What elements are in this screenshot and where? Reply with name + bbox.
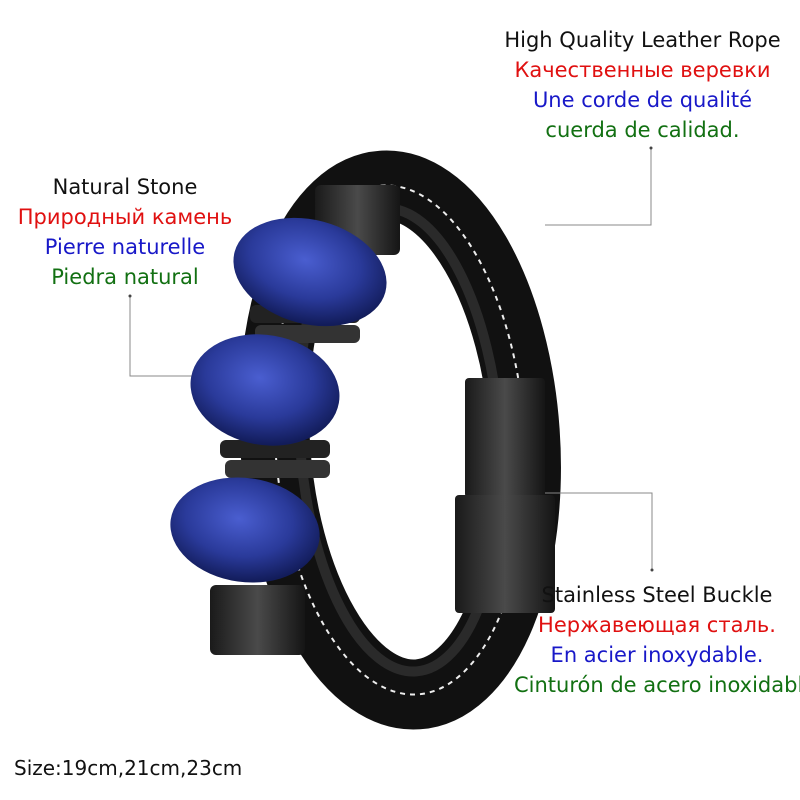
natural-stone-label: Natural Stone Природный камень Pierre na… [0,172,250,292]
steel-buckle [455,378,555,613]
leather-label-es: cuerda de calidad. [545,118,740,142]
stone-label-fr: Pierre naturelle [44,235,206,259]
buckle-label-en: Stainless Steel Buckle [541,583,773,607]
leather-rope-label: High Quality Leather Rope Качественные в… [470,25,800,145]
buckle-label-es: Cinturón de acero inoxidable [514,673,800,697]
size-options-text: Size:19cm,21cm,23cm [14,756,243,780]
steel-buckle-label: Stainless Steel Buckle Нержавеющая сталь… [400,580,800,700]
leather-label-fr: Une corde de qualité [532,88,753,112]
buckle-label-ru: Нержавеющая сталь. [538,613,776,637]
leather-label-ru: Качественные веревки [514,58,771,82]
leather-label-en: High Quality Leather Rope [504,28,781,52]
stone-label-ru: Природный камень [17,205,233,229]
leader-lines [129,148,653,570]
stone-label-en: Natural Stone [52,175,198,199]
lapis-stones [170,217,387,583]
stone-label-es: Piedra natural [51,265,199,289]
buckle-label-fr: En acier inoxydable. [550,643,764,667]
